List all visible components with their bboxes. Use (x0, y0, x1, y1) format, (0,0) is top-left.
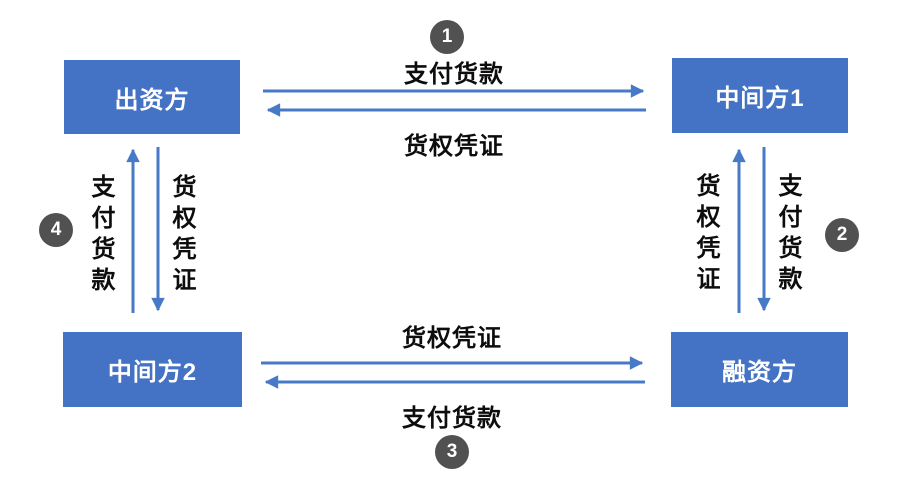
node-middleman-2-label: 中间方2 (107, 359, 198, 386)
node-middleman-1: 中间方1 (672, 58, 848, 133)
node-middleman-2: 中间方2 (63, 332, 242, 407)
label-right-cert: 货权凭证 (692, 173, 719, 297)
node-middleman-1-label: 中间方1 (715, 85, 805, 112)
step-badge-1: 1 (430, 20, 464, 54)
node-financier-label: 融资方 (722, 359, 797, 386)
node-financier: 融资方 (671, 332, 848, 407)
label-bottom-pay: 支付货款 (402, 405, 502, 432)
node-funder: 出资方 (64, 60, 240, 134)
label-top-pay: 支付货款 (404, 61, 504, 88)
step-badge-4: 4 (39, 213, 73, 247)
label-left-cert: 货权凭证 (168, 174, 195, 298)
label-right-pay: 支付货款 (774, 173, 801, 297)
label-left-pay: 支付货款 (87, 174, 114, 298)
label-bottom-cert: 货权凭证 (402, 325, 502, 352)
step-badge-3: 3 (435, 435, 469, 469)
step-badge-2: 2 (825, 218, 859, 252)
node-funder-label: 出资方 (114, 86, 190, 114)
label-top-cert: 货权凭证 (404, 133, 504, 160)
